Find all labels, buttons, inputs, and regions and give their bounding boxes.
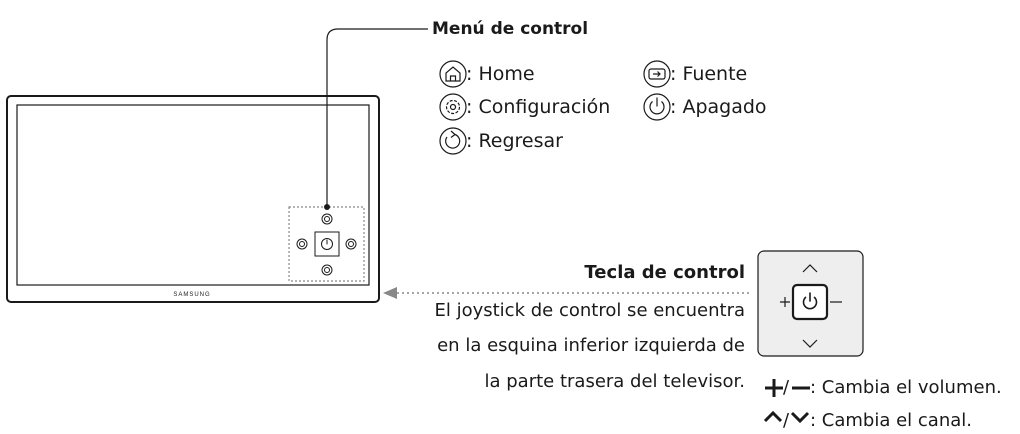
tv-screen <box>16 104 370 286</box>
volume-up-icon <box>780 297 790 307</box>
control-key-title: Tecla de control <box>584 262 745 283</box>
menu-leader-dot <box>324 204 330 210</box>
power-icon <box>643 93 671 121</box>
home-icon <box>439 60 467 88</box>
volume-separator: / <box>783 377 790 398</box>
channel-separator: / <box>783 410 790 431</box>
joystick-power-icon <box>802 296 818 310</box>
plus-icon <box>765 379 783 397</box>
source-label: : Fuente <box>670 63 748 85</box>
channel-up-icon <box>802 264 818 273</box>
settings-label: : Configuración <box>466 96 611 118</box>
menu-leader-line <box>326 28 428 207</box>
tv-brand-logo: SAMSUNG <box>173 292 210 298</box>
chevron-up-icon <box>763 410 783 423</box>
return-label: : Regresar <box>466 130 563 152</box>
control-key-desc-line-3: la parte trasera del televisor. <box>484 371 746 392</box>
settings-gear-icon <box>439 93 467 121</box>
control-menu-title: Menú de control <box>432 19 589 39</box>
menu-legend-icons <box>439 60 671 155</box>
chevron-down-icon <box>790 411 810 424</box>
home-label: : Home <box>466 63 535 85</box>
legend-glyphs <box>763 379 810 424</box>
channel-legend: : Cambia el canal. <box>810 410 972 431</box>
control-key-desc-line-1: El joystick de control se encuentra <box>434 300 745 321</box>
menu-center-box <box>314 231 340 257</box>
joystick-pointer-arrow <box>383 287 397 299</box>
joystick-buttons <box>780 264 842 348</box>
return-arrow-icon <box>439 127 467 155</box>
onscreen-menu-icons <box>296 213 357 276</box>
power-label: : Apagado <box>670 96 767 118</box>
joystick-power-button <box>791 283 829 321</box>
volume-legend: : Cambia el volumen. <box>810 377 1002 398</box>
control-key-desc-line-2: en la esquina inferior izquierda de <box>437 335 745 356</box>
source-input-icon <box>643 60 671 88</box>
channel-down-icon <box>802 339 818 348</box>
